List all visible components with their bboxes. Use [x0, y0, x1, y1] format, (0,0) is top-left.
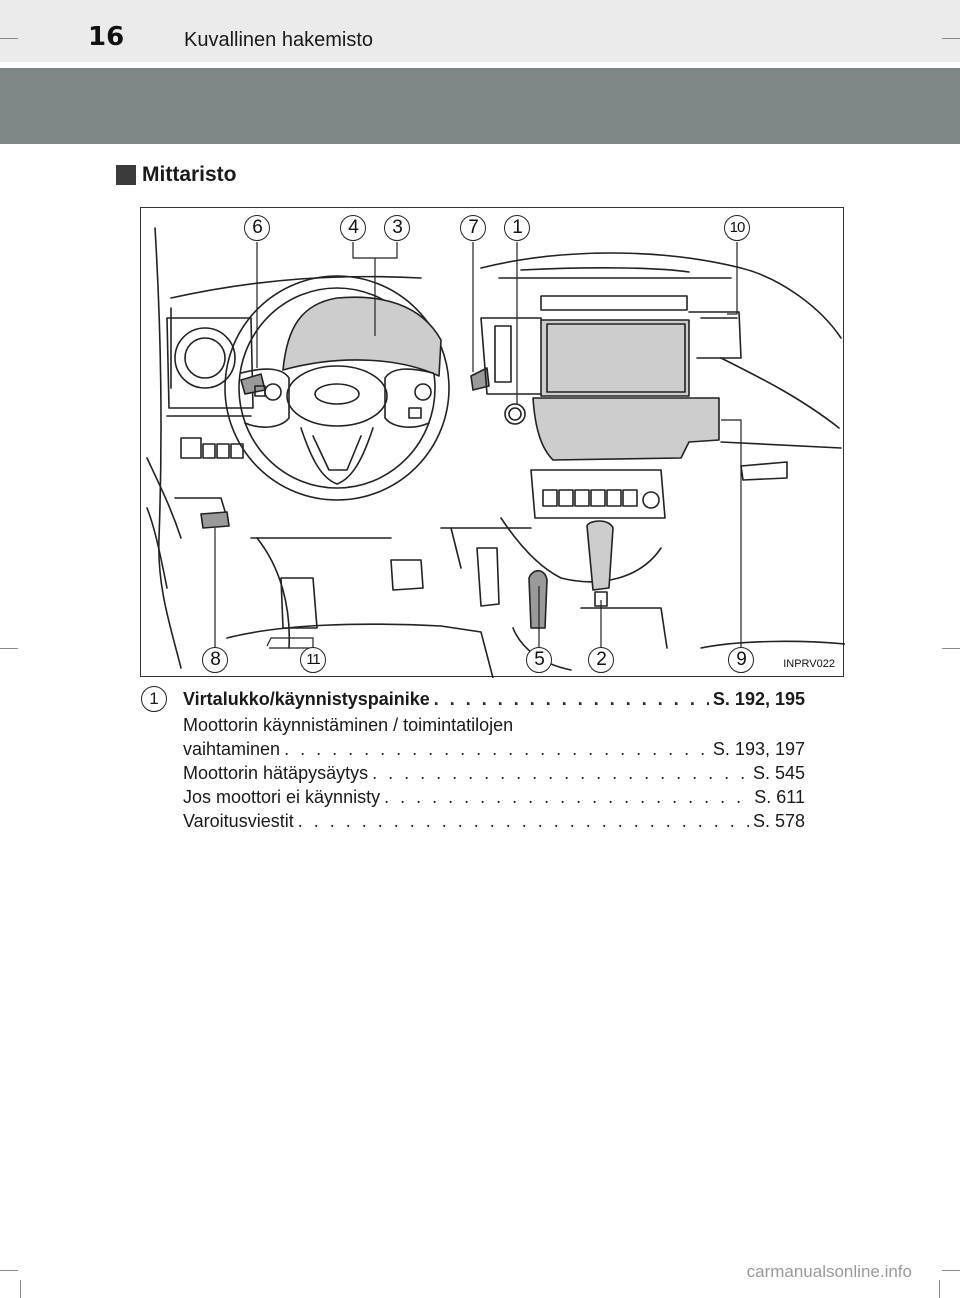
callout-11: 11 [300, 647, 326, 673]
entry-line-label: Jos moottori ei käynnisty [183, 785, 380, 809]
callout-7: 7 [460, 215, 486, 241]
dashboard-drawing [141, 208, 845, 678]
page-header: 16 Kuvallinen hakemisto [0, 0, 960, 62]
callout-6: 6 [244, 215, 270, 241]
crop-mark [0, 648, 18, 649]
callout-8: 8 [202, 647, 228, 673]
entry-title-line: Virtalukko/käynnistyspainike . . . . . .… [183, 687, 805, 711]
crop-mark [942, 1270, 960, 1271]
entry-line-label: vaihtaminen [183, 737, 280, 761]
header-band [0, 68, 960, 144]
entry-line: Varoitusviestit . . . . . . . . . . . . … [183, 809, 805, 833]
leader-dots: . . . . . . . . . . . . . . . . . . . . … [434, 687, 709, 711]
entry-line: Jos moottori ei käynnisty . . . . . . . … [183, 785, 805, 809]
entry-line-page: S. 193, 197 [713, 737, 805, 761]
leader-dots: . . . . . . . . . . . . . . . . . . . . … [384, 785, 750, 809]
entry-line-page: S. 545 [753, 761, 805, 785]
watermark: carmanualsonline.info [747, 1262, 912, 1282]
entry-line: Moottorin käynnistäminen / toimintatiloj… [183, 713, 805, 737]
crop-mark [942, 648, 960, 649]
entry-line-page: S. 611 [754, 785, 805, 809]
entry-title-pages: S. 192, 195 [713, 687, 805, 711]
entry-line: vaihtaminen . . . . . . . . . . . . . . … [183, 737, 805, 761]
leader-dots: . . . . . . . . . . . . . . . . . . . . … [372, 761, 749, 785]
callout-2: 2 [588, 647, 614, 673]
crop-mark [0, 38, 18, 39]
crop-mark [0, 1270, 18, 1271]
leader-dots: . . . . . . . . . . . . . . . . . . . . … [298, 809, 749, 833]
callout-5: 5 [526, 647, 552, 673]
leader-dots: . . . . . . . . . . . . . . . . . . . . … [284, 737, 709, 761]
entry-line: Moottorin hätäpysäytys . . . . . . . . .… [183, 761, 805, 785]
heading-marker-icon [116, 165, 136, 185]
page-number: 16 [88, 22, 124, 52]
crop-mark [942, 38, 960, 39]
entry-line-label: Moottorin käynnistäminen / toimintatiloj… [183, 713, 513, 737]
callout-9: 9 [728, 647, 754, 673]
crop-mark [20, 1280, 21, 1298]
dashboard-illustration: 6 4 3 7 1 10 8 11 5 2 9 INPRV022 [140, 207, 844, 677]
entry-number: 1 [141, 686, 167, 712]
subsection-heading: Mittaristo [116, 162, 237, 188]
subsection-title: Mittaristo [142, 163, 237, 187]
crop-mark [939, 1280, 940, 1298]
entry-line-page: S. 578 [753, 809, 805, 833]
entry-line-label: Varoitusviestit [183, 809, 294, 833]
entry-list: Virtalukko/käynnistyspainike . . . . . .… [183, 687, 805, 833]
figure-code: INPRV022 [783, 658, 835, 670]
entry-title: Virtalukko/käynnistyspainike [183, 687, 430, 711]
callout-3: 3 [384, 215, 410, 241]
callout-1: 1 [504, 215, 530, 241]
callout-4: 4 [340, 215, 366, 241]
callout-10: 10 [724, 215, 750, 241]
entry-line-label: Moottorin hätäpysäytys [183, 761, 368, 785]
section-title: Kuvallinen hakemisto [184, 29, 373, 52]
